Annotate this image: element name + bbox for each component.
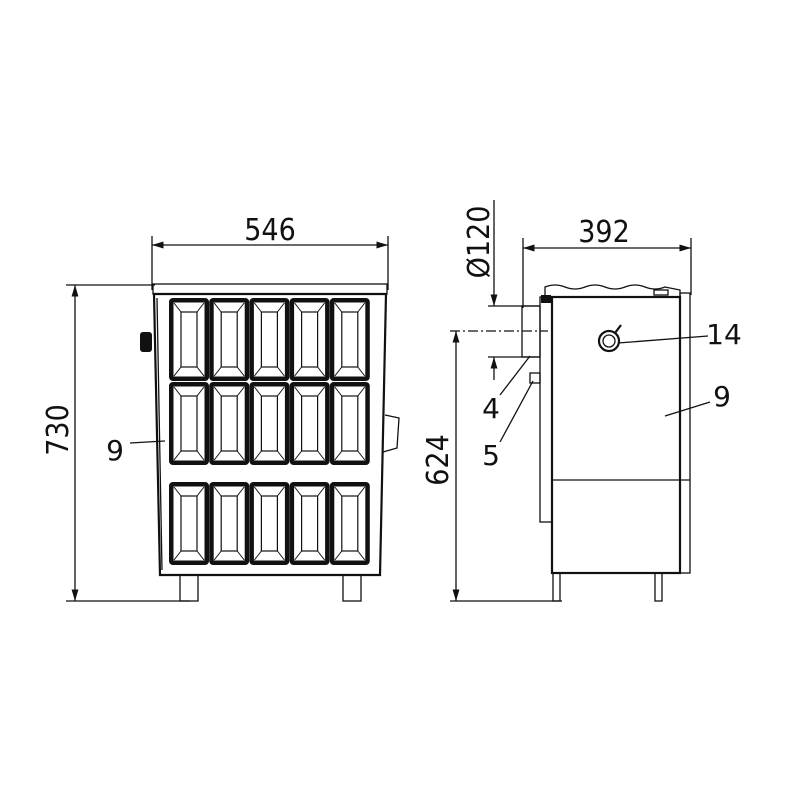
connector-box bbox=[529, 372, 541, 384]
stone-tile bbox=[169, 482, 209, 565]
foot-left bbox=[179, 574, 199, 602]
callout-panel-side: 9 bbox=[713, 380, 731, 413]
stone-tile bbox=[289, 382, 330, 465]
stone-tile bbox=[169, 298, 209, 381]
stone-tile bbox=[329, 298, 370, 381]
stone-tile bbox=[329, 382, 370, 465]
stone-tile bbox=[209, 382, 250, 465]
callout-flue: 4 bbox=[482, 392, 500, 425]
knob-lever bbox=[614, 324, 622, 334]
top-plate-side bbox=[544, 284, 681, 298]
stove-body bbox=[152, 292, 388, 577]
side-handle-left bbox=[140, 332, 152, 352]
top-plate bbox=[152, 283, 388, 295]
height-dimension-label: 730 bbox=[41, 404, 76, 456]
callout-leader bbox=[664, 401, 711, 417]
foot-front bbox=[552, 572, 561, 602]
stone-tile bbox=[249, 382, 290, 465]
callout-leader bbox=[129, 440, 166, 444]
side-handle-right bbox=[382, 414, 400, 453]
foot-right bbox=[342, 574, 362, 602]
knob-outer bbox=[597, 329, 621, 353]
stone-tile bbox=[329, 482, 370, 565]
body-edge bbox=[156, 297, 163, 571]
width-dimension-label: 546 bbox=[244, 213, 296, 248]
flue-height-dimension-label: 624 bbox=[421, 434, 456, 486]
flue-diameter-label: Ø120 bbox=[462, 206, 497, 279]
tile-grid bbox=[169, 298, 370, 565]
callout-leader bbox=[499, 380, 534, 443]
foot-back bbox=[654, 572, 663, 602]
door-strip bbox=[679, 292, 691, 574]
callout-connector: 5 bbox=[482, 439, 500, 472]
stone-tile bbox=[169, 382, 209, 465]
stone-tile bbox=[249, 298, 290, 381]
stone-tile bbox=[209, 298, 250, 381]
callout-leader bbox=[499, 355, 531, 396]
knob-inner bbox=[602, 334, 616, 348]
front-view: 546 730 9 bbox=[41, 213, 400, 602]
callout-knob: 14 bbox=[706, 318, 742, 351]
side-body bbox=[550, 295, 682, 575]
stone-tile bbox=[209, 482, 250, 565]
back-cap bbox=[541, 295, 551, 303]
depth-dimension-label: 392 bbox=[578, 215, 630, 250]
callout-panel-front: 9 bbox=[106, 434, 124, 467]
stone-tile bbox=[289, 482, 330, 565]
stone-tile bbox=[249, 482, 290, 565]
top-handle bbox=[653, 289, 669, 296]
side-view: 392 Ø120 624 14 9 4 5 bbox=[421, 200, 742, 602]
stone-tile bbox=[289, 298, 330, 381]
callout-leader bbox=[617, 335, 709, 344]
